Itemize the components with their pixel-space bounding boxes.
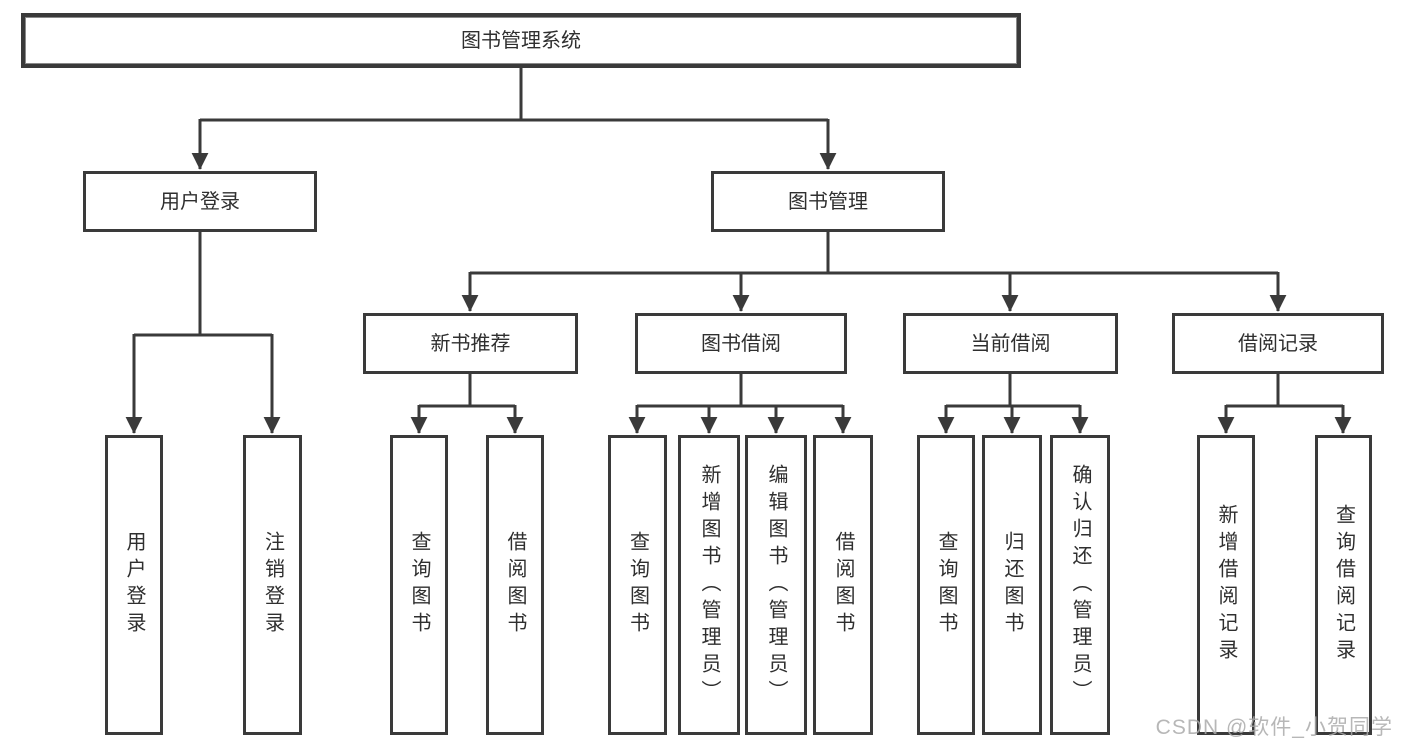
node-new-book-recommend: 新书推荐 — [363, 313, 578, 374]
node-library-management-system: 图书管理系统 — [21, 13, 1021, 68]
leaf-return-books: 归还图书 — [982, 435, 1042, 735]
leaf-edit-books-admin-label: 编辑图书（管理员） — [765, 463, 787, 707]
node-book-management-label: 图书管理 — [788, 190, 868, 213]
leaf-add-books-admin-label: 新增图书（管理员） — [698, 463, 720, 707]
leaf-query-borrow-record: 查询借阅记录 — [1315, 435, 1372, 735]
node-new-book-recommend-label: 新书推荐 — [430, 332, 511, 355]
leaf-logout: 注销登录 — [243, 435, 302, 735]
leaf-query-books-1: 查询图书 — [390, 435, 448, 735]
node-current-borrow: 当前借阅 — [903, 313, 1118, 374]
leaf-query-books-1-label: 查询图书 — [408, 531, 430, 639]
leaf-borrow-books-1-label: 借阅图书 — [504, 531, 526, 639]
leaf-add-books-admin: 新增图书（管理员） — [678, 435, 740, 735]
node-current-borrow-label: 当前借阅 — [970, 332, 1051, 355]
node-borrow-records-label: 借阅记录 — [1238, 332, 1318, 355]
csdn-watermark: CSDN @软件_小贺同学 — [1155, 716, 1393, 739]
leaf-borrow-books-2: 借阅图书 — [813, 435, 873, 735]
leaf-add-borrow-record: 新增借阅记录 — [1197, 435, 1255, 735]
node-user-login: 用户登录 — [83, 171, 317, 232]
node-library-management-system-label: 图书管理系统 — [461, 29, 581, 52]
leaf-query-books-2: 查询图书 — [608, 435, 667, 735]
node-book-borrow: 图书借阅 — [635, 313, 847, 374]
leaf-return-books-label: 归还图书 — [1001, 531, 1023, 639]
node-book-borrow-label: 图书借阅 — [701, 332, 781, 355]
leaf-borrow-books-2-label: 借阅图书 — [832, 531, 854, 639]
leaf-user-login-label: 用户登录 — [123, 531, 145, 639]
leaf-query-books-3-label: 查询图书 — [935, 531, 957, 639]
node-user-login-label: 用户登录 — [160, 190, 240, 213]
leaf-add-borrow-record-label: 新增借阅记录 — [1215, 504, 1237, 666]
node-book-management: 图书管理 — [711, 171, 945, 232]
leaf-confirm-return-admin-label: 确认归还（管理员） — [1069, 463, 1091, 707]
leaf-borrow-books-1: 借阅图书 — [486, 435, 544, 735]
leaf-query-books-3: 查询图书 — [917, 435, 975, 735]
leaf-logout-label: 注销登录 — [261, 531, 284, 639]
leaf-query-borrow-record-label: 查询借阅记录 — [1332, 504, 1355, 666]
leaf-user-login: 用户登录 — [105, 435, 163, 735]
leaf-confirm-return-admin: 确认归还（管理员） — [1050, 435, 1110, 735]
node-borrow-records: 借阅记录 — [1172, 313, 1384, 374]
leaf-query-books-2-label: 查询图书 — [626, 531, 649, 639]
leaf-edit-books-admin: 编辑图书（管理员） — [745, 435, 807, 735]
